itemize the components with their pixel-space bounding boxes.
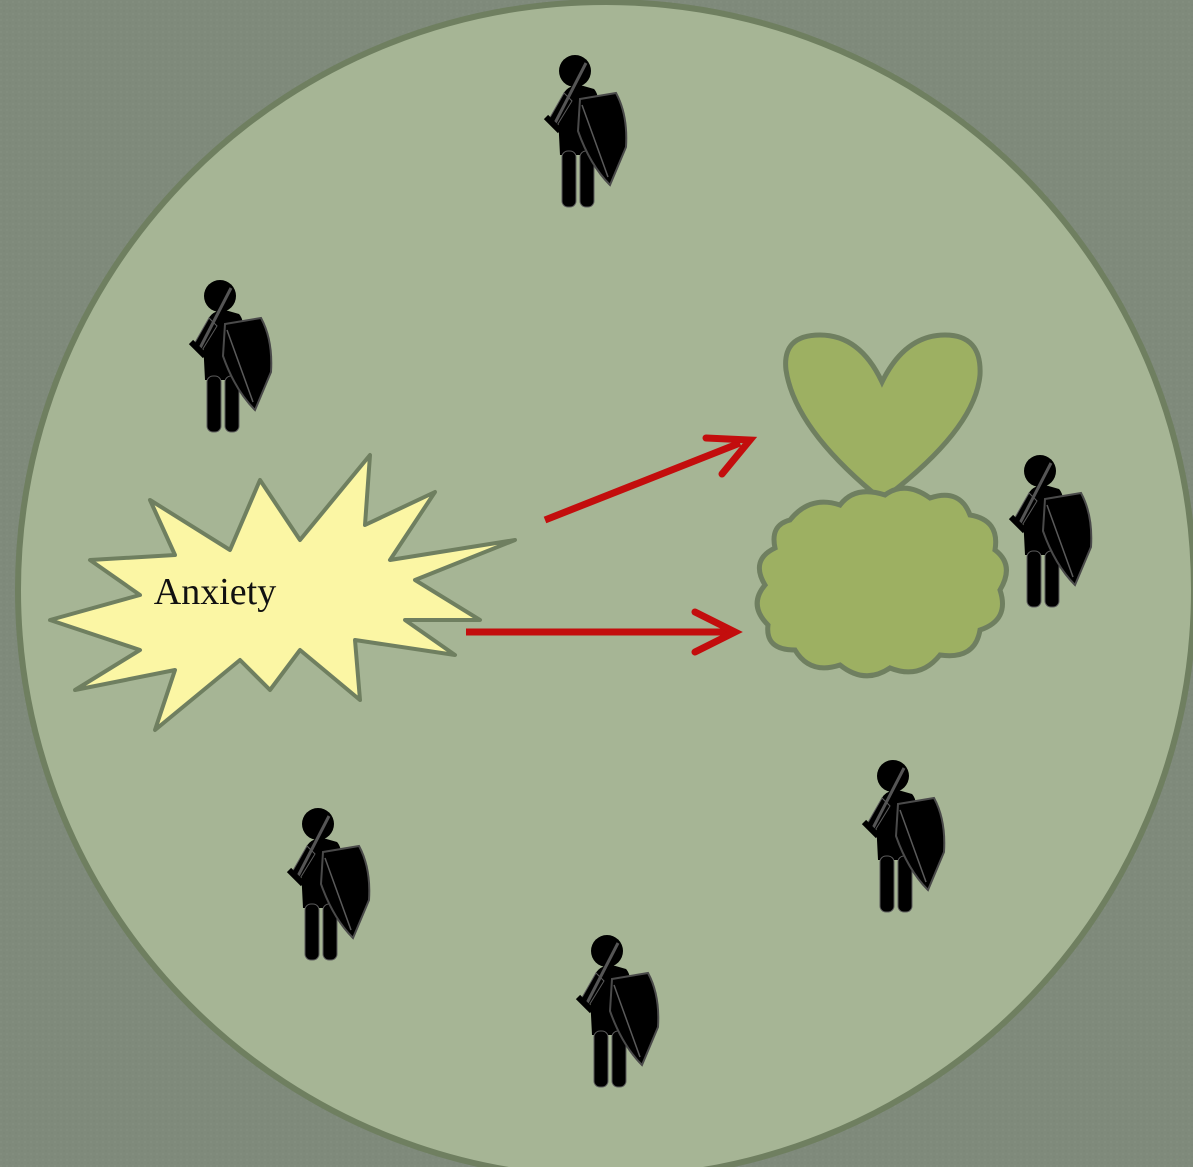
cloud-icon — [754, 485, 1009, 679]
heart-icon — [783, 332, 983, 504]
arrow-lower — [466, 608, 743, 656]
starburst-icon — [48, 453, 517, 732]
arrow-upper — [543, 434, 758, 524]
anxiety-label: Anxiety — [153, 571, 277, 613]
